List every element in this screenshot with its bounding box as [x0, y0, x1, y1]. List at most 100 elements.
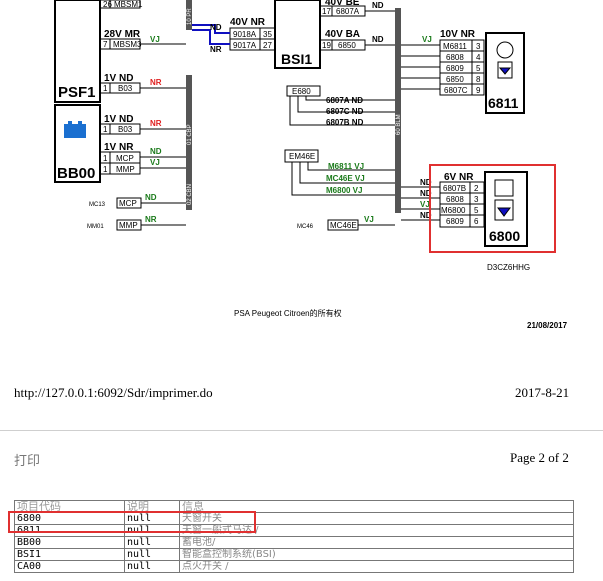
svg-text:M6811: M6811 — [443, 42, 467, 51]
svg-text:E680: E680 — [292, 87, 311, 96]
svg-text:6808: 6808 — [446, 195, 464, 204]
copyright-line: PSA Peugeot Citroen的所有权 — [234, 309, 342, 318]
svg-text:6: 6 — [474, 217, 479, 226]
svg-text:M6811 VJ: M6811 VJ — [328, 162, 364, 171]
svg-text:1: 1 — [103, 154, 108, 163]
svg-text:9017A: 9017A — [233, 41, 257, 50]
svg-text:MBSM1: MBSM1 — [114, 0, 143, 9]
svg-text:40V BE: 40V BE — [325, 0, 360, 8]
table-row: BSI1 null 智能盒控制系统(BSI) — [14, 548, 574, 561]
svg-text:6807C: 6807C — [444, 86, 468, 95]
switch-6800-icon — [494, 179, 514, 197]
page-divider — [0, 430, 603, 431]
svg-text:M6800 VJ: M6800 VJ — [326, 186, 362, 195]
svg-text:6850: 6850 — [338, 41, 356, 50]
svg-text:NR: NR — [145, 215, 157, 224]
svg-text:MM01: MM01 — [87, 224, 104, 230]
svg-text:MC46E: MC46E — [330, 221, 357, 230]
row-code: BB00 — [14, 536, 125, 549]
svg-text:ND: ND — [420, 178, 432, 187]
row-desc: null — [124, 536, 180, 549]
svg-text:VJ: VJ — [150, 158, 160, 167]
svg-text:2: 2 — [474, 184, 479, 193]
print-url[interactable]: http://127.0.0.1:6092/Sdr/imprimer.do — [14, 385, 213, 400]
svg-text:17: 17 — [322, 7, 331, 16]
svg-text:6808: 6808 — [446, 53, 464, 62]
svg-text:MC46E VJ: MC46E VJ — [326, 174, 365, 183]
svg-text:ND: ND — [145, 193, 157, 202]
svg-text:27: 27 — [263, 41, 272, 50]
svg-text:10 PR: 10 PR — [187, 8, 193, 25]
svg-text:1V ND: 1V ND — [104, 73, 133, 84]
row-desc: null — [124, 560, 180, 573]
svg-text:6807C ND: 6807C ND — [326, 107, 364, 116]
svg-text:7: 7 — [103, 40, 108, 49]
svg-text:6807A ND: 6807A ND — [326, 96, 363, 105]
motor-icon — [496, 41, 514, 59]
bus-bar-2 — [186, 75, 192, 210]
svg-text:6807B: 6807B — [443, 184, 466, 193]
svg-text:6V NR: 6V NR — [444, 172, 474, 183]
svg-text:VJ: VJ — [364, 215, 374, 224]
svg-text:19: 19 — [322, 41, 331, 50]
svg-text:MMP: MMP — [119, 221, 138, 230]
svg-text:4: 4 — [476, 53, 481, 62]
svg-text:6807B ND: 6807B ND — [326, 118, 364, 127]
print-date: 2017-8-21 — [515, 385, 570, 400]
svg-text:ND: ND — [150, 147, 162, 156]
svg-text:1V ND: 1V ND — [104, 114, 133, 125]
svg-text:NR: NR — [150, 119, 162, 128]
highlight-row-6800 — [8, 511, 256, 533]
svg-text:ND: ND — [372, 35, 384, 44]
switch-6800-b-icon — [494, 199, 514, 221]
c6800-label: 6800 — [489, 228, 520, 244]
svg-text:6850: 6850 — [446, 75, 464, 84]
svg-text:9: 9 — [476, 86, 481, 95]
svg-text:1: 1 — [103, 165, 108, 174]
svg-text:6809: 6809 — [446, 217, 464, 226]
row-code: CA00 — [14, 560, 125, 573]
battery-icon — [64, 121, 86, 138]
highlight-6800 — [429, 164, 556, 253]
psf1-label: PSF1 — [58, 84, 96, 101]
page-number: Page 2 of 2 — [510, 450, 569, 465]
svg-text:1V NR: 1V NR — [104, 142, 134, 153]
svg-text:1: 1 — [103, 84, 108, 93]
parts-table: 项目代码 说明 信息 6800 null 天窗开关 6811 null 天窗一般… — [14, 500, 574, 573]
bus-bar-1 — [186, 0, 192, 30]
svg-text:6809: 6809 — [446, 64, 464, 73]
svg-text:MCP: MCP — [116, 154, 134, 163]
table-row: CA00 null 点火开关 / — [14, 560, 574, 573]
svg-text:3: 3 — [476, 42, 481, 51]
svg-text:9018A: 9018A — [233, 30, 257, 39]
svg-text:01 CBP: 01 CBP — [187, 124, 193, 145]
svg-text:ND: ND — [420, 211, 432, 220]
svg-text:60 BLM: 60 BLM — [396, 114, 402, 135]
row-info: 智能盒控制系统(BSI) — [179, 548, 574, 561]
svg-text:MBSM3: MBSM3 — [113, 40, 142, 49]
bb00-label: BB00 — [57, 165, 95, 182]
svg-text:NR: NR — [150, 78, 162, 87]
print-label: 打印 — [14, 454, 41, 469]
table-header-row: 项目代码 说明 信息 — [14, 500, 574, 513]
svg-text:6807A: 6807A — [336, 7, 360, 16]
wiring-diagram: PSF1 BB00 BSI1 6811 6800 26 MBSM1 28V MR… — [54, 0, 530, 272]
svg-text:MCP: MCP — [119, 199, 137, 208]
svg-text:5: 5 — [474, 206, 479, 215]
bsi1-box — [274, 0, 321, 69]
svg-text:NR: NR — [210, 45, 222, 54]
diagram-ref: D3CZ6HHG — [487, 263, 530, 272]
svg-text:MMP: MMP — [116, 165, 135, 174]
svg-text:ND: ND — [420, 189, 432, 198]
table-row: 6811 null 天窗一般式马达 / — [14, 524, 574, 537]
bus-bar-3 — [395, 8, 401, 213]
svg-text:3: 3 — [474, 195, 479, 204]
switch-icon — [497, 61, 513, 79]
svg-text:8: 8 — [476, 75, 481, 84]
svg-text:ND: ND — [210, 23, 222, 32]
svg-text:VJ: VJ — [422, 35, 432, 44]
svg-text:10V NR: 10V NR — [440, 29, 476, 40]
row-info: 点火开关 / — [179, 560, 574, 573]
svg-text:02 CBN: 02 CBN — [187, 184, 193, 205]
svg-text:ND: ND — [372, 1, 384, 10]
